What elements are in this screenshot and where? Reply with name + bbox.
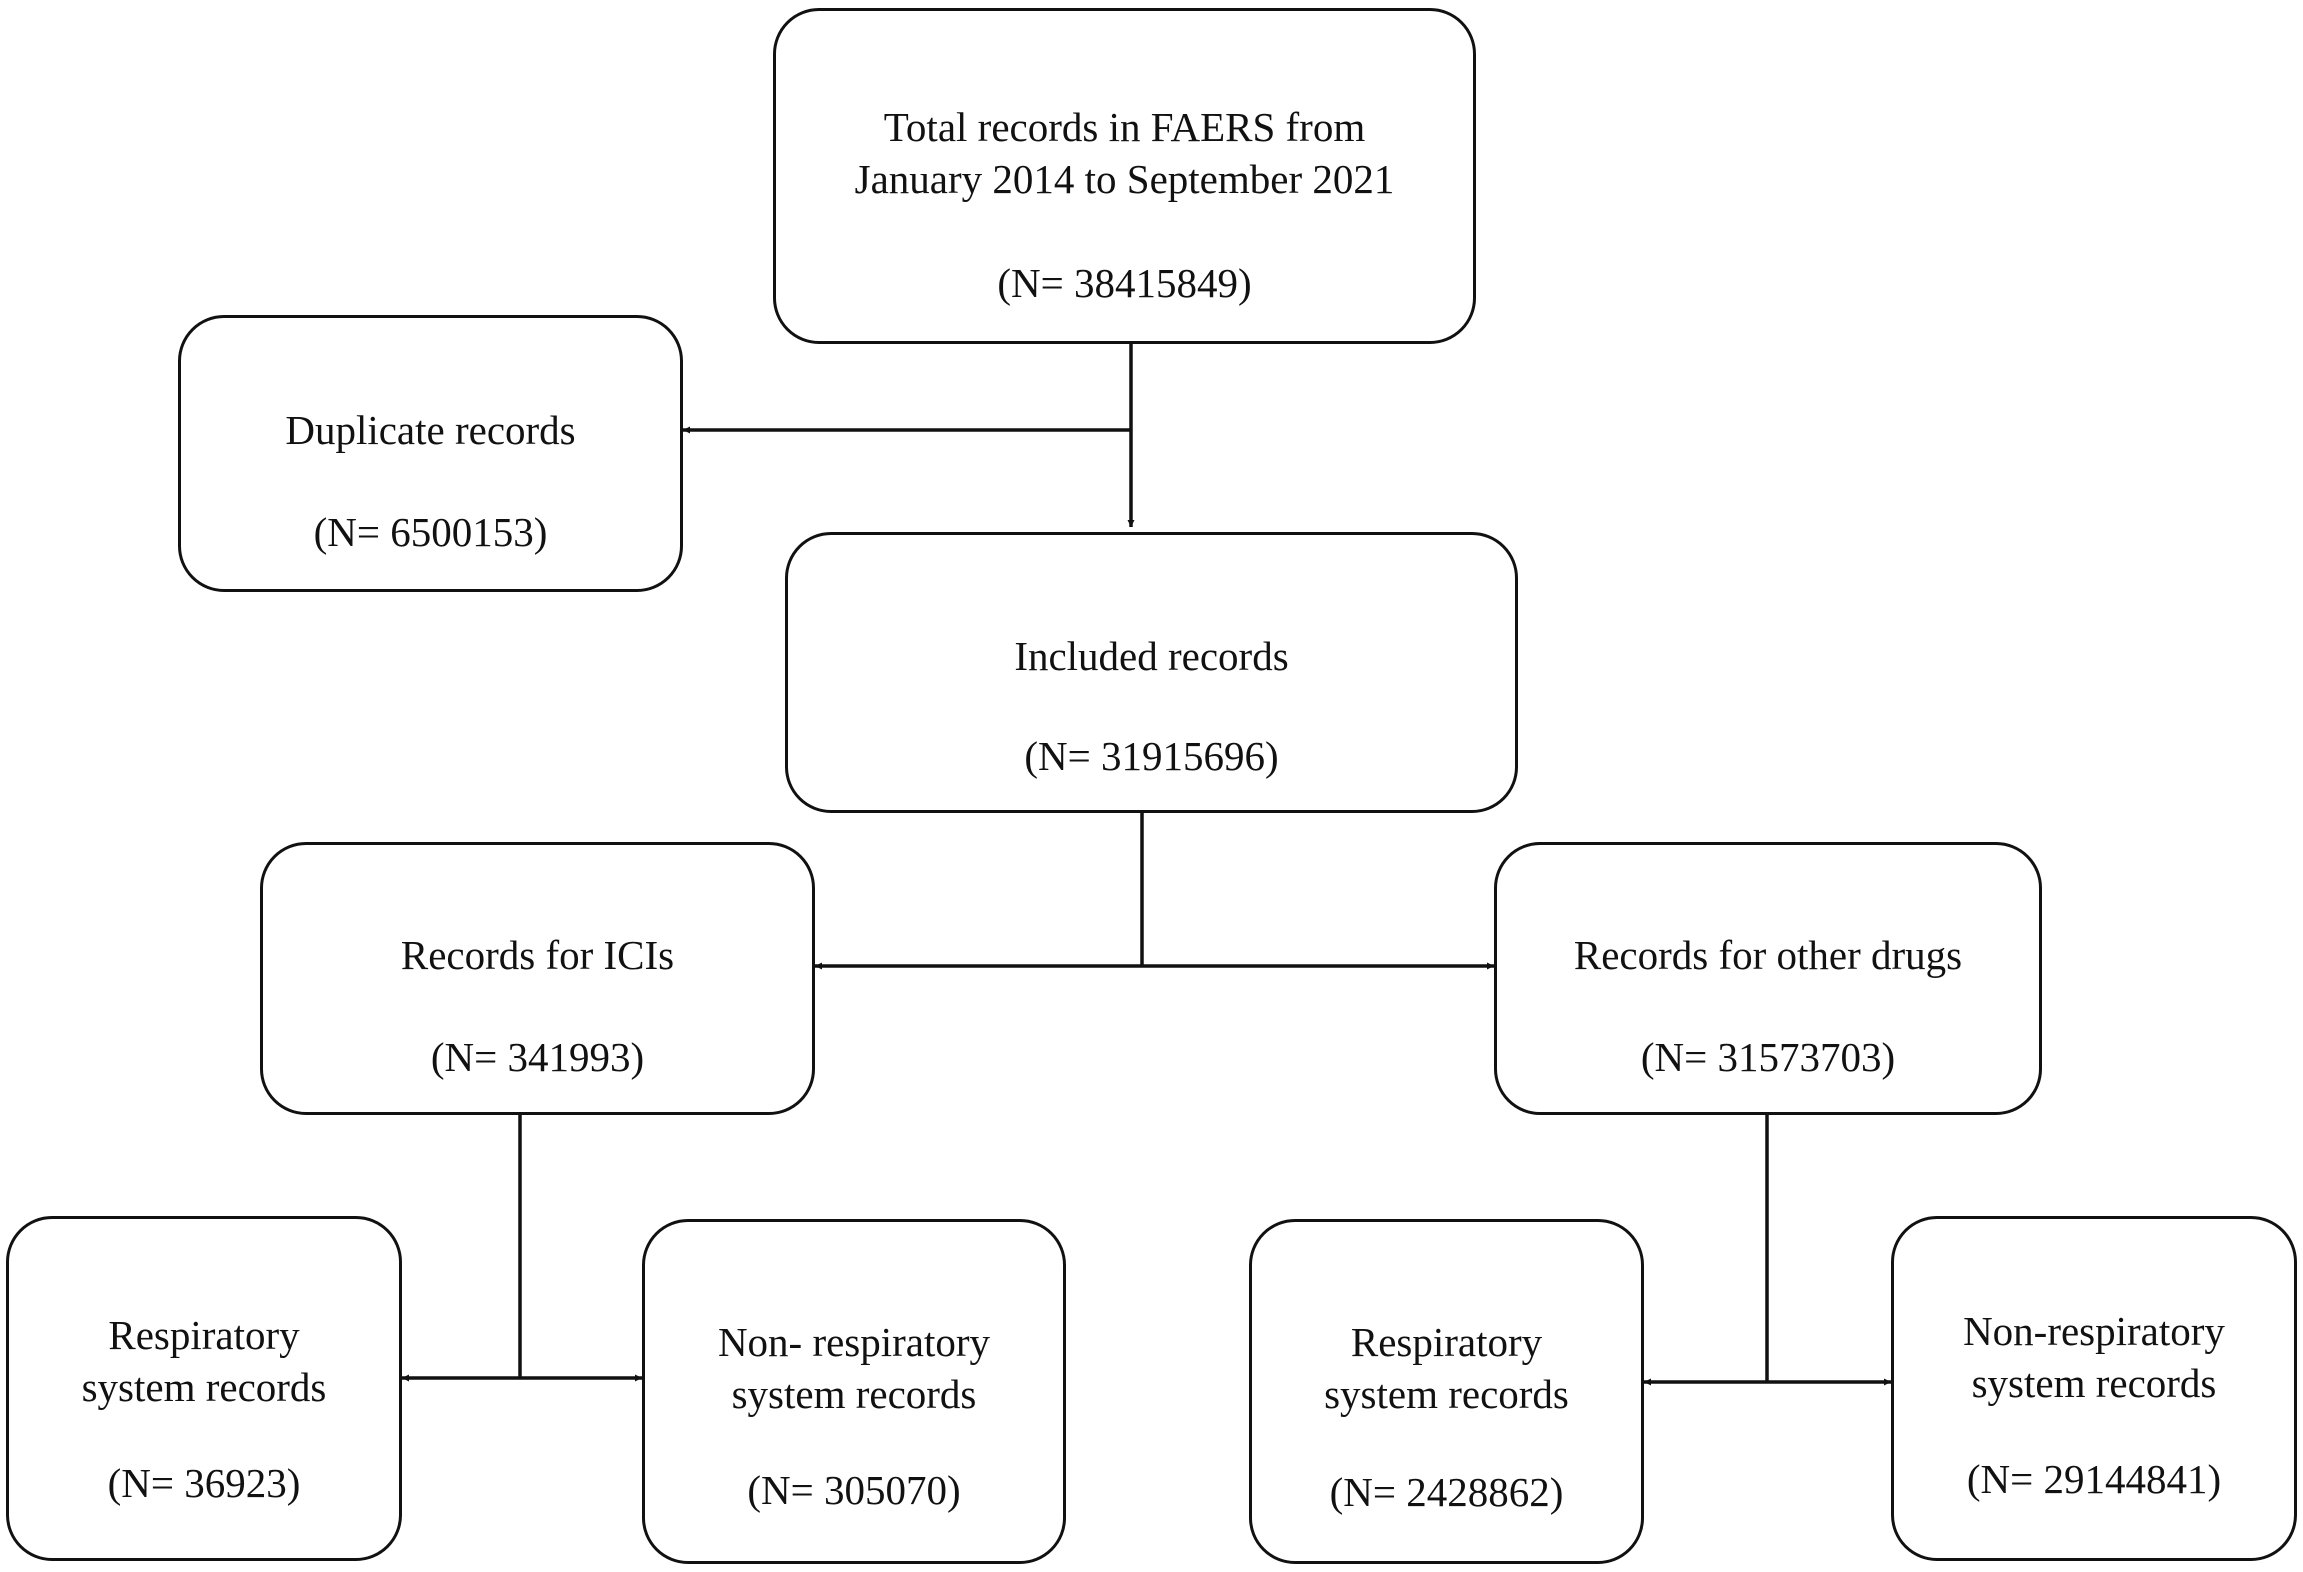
icis-non-respiratory-title-line-1: Non- respiratory [717,1319,991,1365]
other-non-respiratory-title-line-1: Non-respiratory [1963,1308,2225,1354]
other-drugs-records-box: Records for other drugs (N= 31573703) [1494,842,2042,1115]
other-non-respiratory-box: Non-respiratory system records (N= 29144… [1891,1216,2297,1561]
icis-non-respiratory-title-line-2: system records [731,1371,977,1417]
other-respiratory-title-line-1: Respiratory [1350,1319,1543,1365]
icis-respiratory-box: Respiratory system records (N= 36923) [6,1216,402,1561]
duplicate-records-box: Duplicate records (N= 6500153) [178,315,683,592]
icis-respiratory-title-line-1: Respiratory [108,1312,300,1358]
duplicate-records-count: (N= 6500153) [313,509,548,555]
duplicate-records-title: Duplicate records [285,407,576,453]
included-records-box: Included records (N= 31915696) [785,532,1518,813]
icis-respiratory-count: (N= 36923) [107,1460,301,1506]
icis-records-box: Records for ICIs (N= 341993) [260,842,815,1115]
included-records-title: Included records [1014,633,1289,679]
total-records-title-line-1: Total records in FAERS from [883,104,1366,150]
included-records-count: (N= 31915696) [1024,733,1279,779]
icis-non-respiratory-box: Non- respiratory system records (N= 3050… [642,1219,1066,1564]
icis-records-count: (N= 341993) [430,1034,645,1080]
other-drugs-records-count: (N= 31573703) [1640,1034,1896,1080]
other-respiratory-count: (N= 2428862) [1329,1469,1564,1515]
icis-records-title: Records for ICIs [400,932,675,978]
other-non-respiratory-title-line-2: system records [1971,1360,2217,1406]
other-respiratory-box: Respiratory system records (N= 2428862) [1249,1219,1644,1564]
icis-respiratory-title-line-2: system records [81,1364,327,1410]
other-non-respiratory-count: (N= 29144841) [1966,1456,2222,1502]
total-records-box: Total records in FAERS from January 2014… [773,8,1476,344]
total-records-count: (N= 38415849) [997,260,1252,306]
icis-non-respiratory-count: (N= 305070) [747,1467,961,1513]
other-respiratory-title-line-2: system records [1324,1371,1569,1417]
total-records-title-line-2: January 2014 to September 2021 [854,156,1395,202]
other-drugs-records-title: Records for other drugs [1573,932,1963,978]
